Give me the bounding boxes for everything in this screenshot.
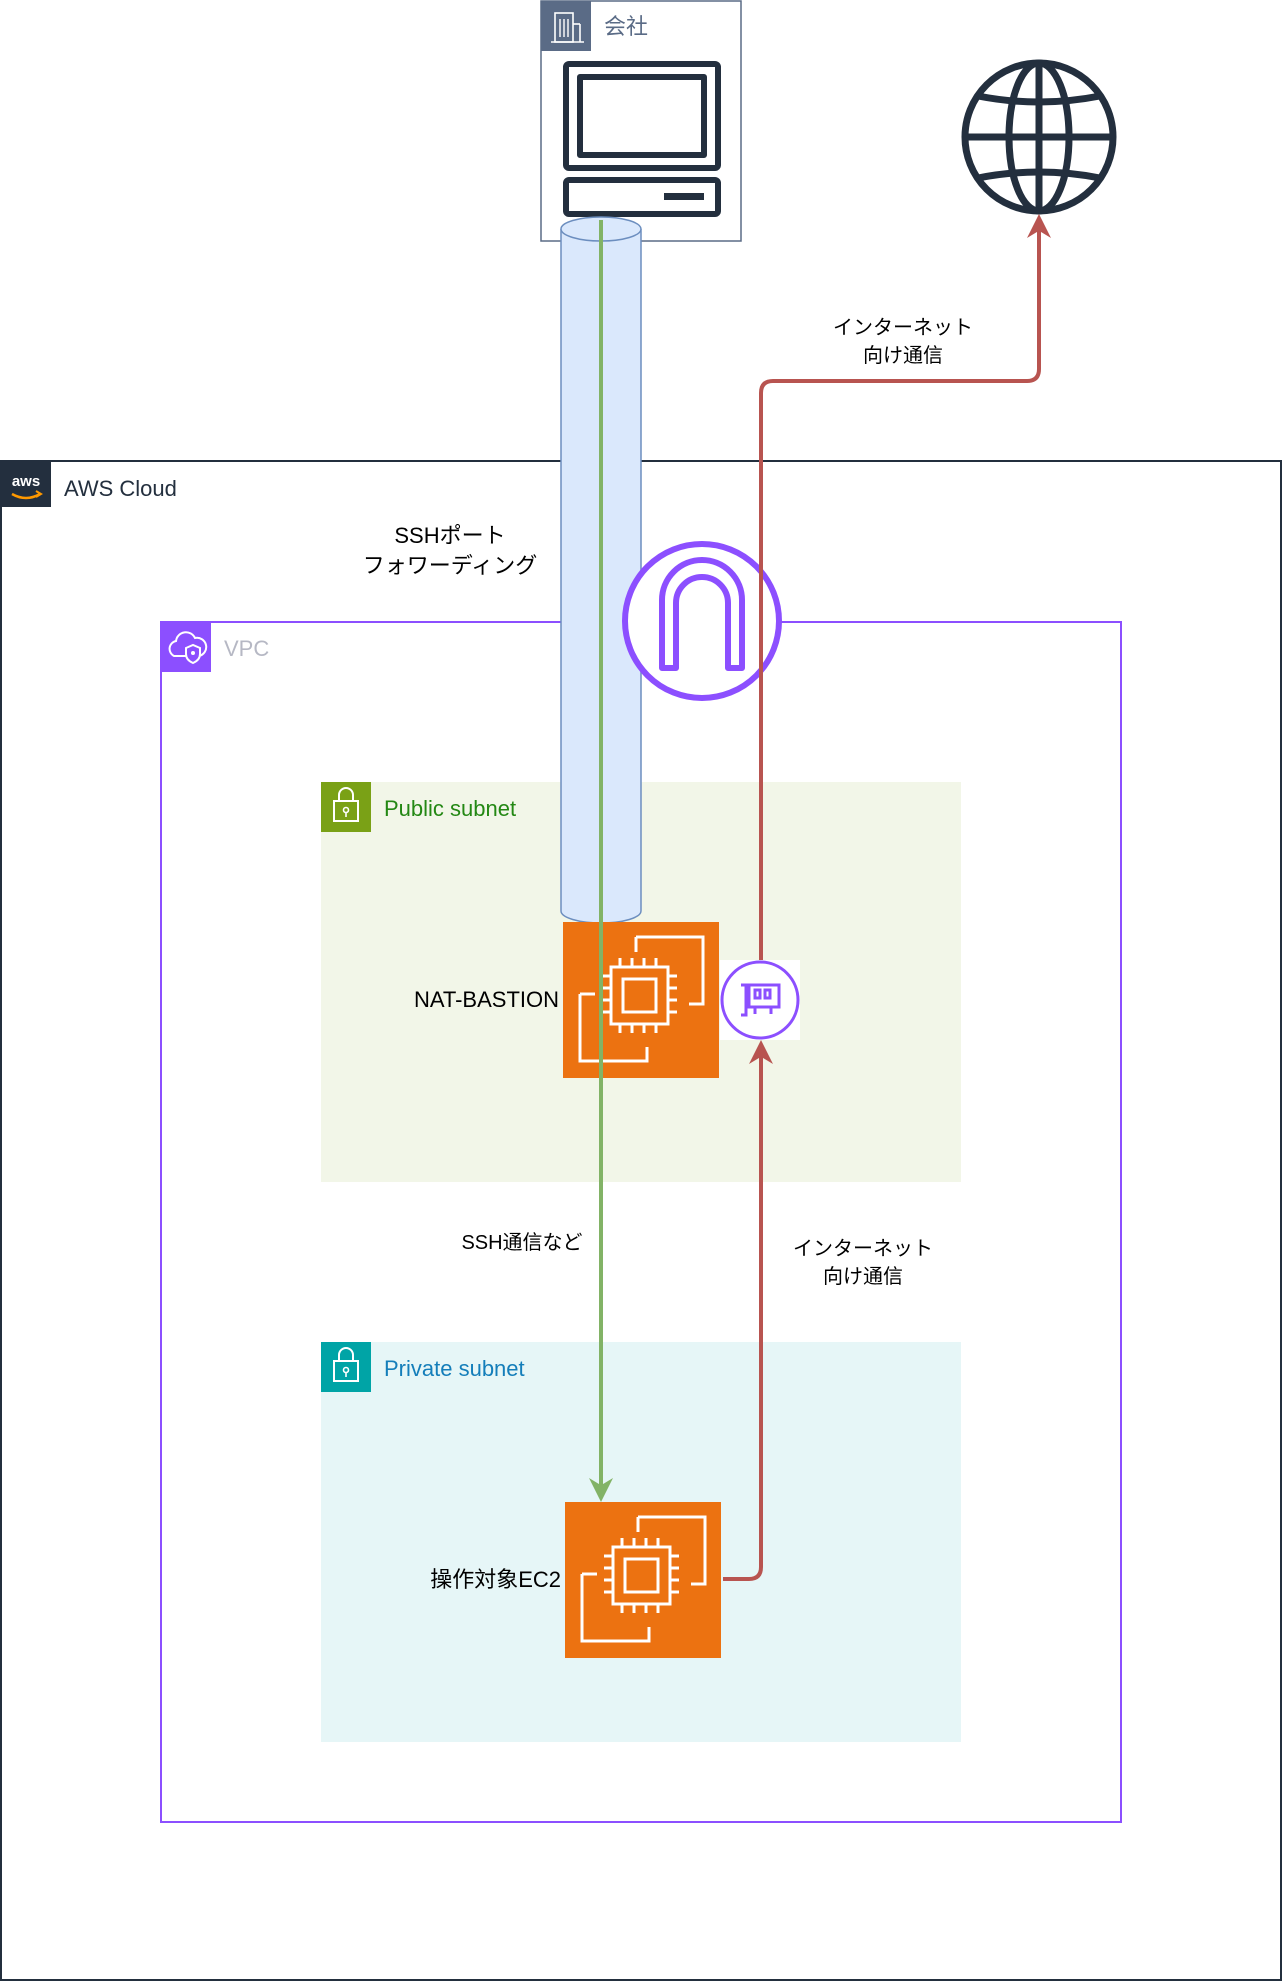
internet-traffic-line-private	[723, 1040, 773, 1581]
internet-label-mid: インターネット 向け通信	[793, 1237, 933, 1288]
vpc-label: VPC	[224, 636, 269, 661]
ssh-traffic-label: SSH通信など	[461, 1231, 582, 1254]
office-group: 会社	[540, 0, 742, 242]
aws-cloud-label: AWS Cloud	[64, 476, 177, 501]
lock-icon	[321, 782, 371, 832]
ec2-instance-icon	[565, 1502, 721, 1658]
public-subnet-label: Public subnet	[384, 796, 516, 821]
network-interface-icon	[720, 960, 800, 1040]
ssh-traffic-text: SSH通信など	[461, 1231, 582, 1254]
globe-icon	[961, 59, 1117, 215]
nat-bastion-label: NAT-BASTION	[414, 987, 559, 1012]
svg-text:aws: aws	[12, 473, 40, 490]
internet-gateway-icon	[622, 541, 782, 701]
private-subnet-label: Private subnet	[384, 1356, 525, 1381]
internet-traffic-line-public	[759, 214, 1051, 960]
vpc-icon	[161, 622, 211, 672]
ssh-forwarding-label: SSHポート フォワーディング	[347, 516, 553, 582]
internet-mid-line1: インターネット	[793, 1237, 933, 1260]
lock-icon	[321, 1342, 371, 1392]
ssh-forwarding-line2: フォワーディング	[363, 553, 537, 578]
target-ec2-label: 操作対象EC2	[430, 1567, 561, 1592]
computer-icon	[563, 61, 721, 217]
internet-mid-line2: 向け通信	[823, 1265, 903, 1288]
office-label: 会社	[604, 14, 648, 39]
aws-logo-icon: aws	[1, 461, 51, 507]
internet-top-line2: 向け通信	[863, 344, 943, 367]
ec2-instance-icon	[563, 922, 719, 1078]
internet-top-line1: インターネット	[833, 316, 973, 339]
internet-label-top: インターネット 向け通信	[818, 310, 988, 368]
building-icon	[541, 1, 591, 51]
ssh-forwarding-line1: SSHポート	[394, 523, 505, 548]
